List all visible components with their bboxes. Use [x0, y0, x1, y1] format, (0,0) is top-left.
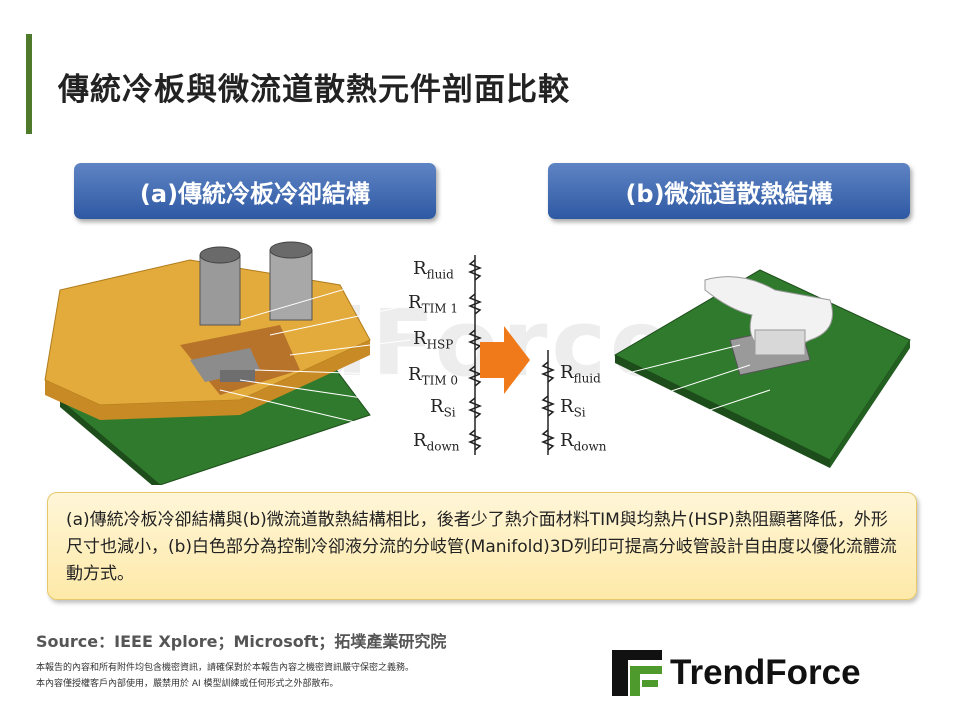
r-tim1-label-a: RTIM 1 — [408, 292, 459, 316]
r-si-label-b: RSi — [560, 396, 586, 420]
microchannel-illustration — [613, 269, 911, 468]
panel-a-label: (a)傳統冷板冷卻結構 — [74, 163, 436, 219]
source-line: Source：IEEE Xplore；Microsoft；拓墣產業研究院 — [36, 632, 447, 651]
title-accent-bar — [26, 34, 32, 134]
cold-plate-illustration — [44, 241, 411, 485]
r-si-label-a: RSi — [430, 396, 456, 420]
r-fluid-label-a: Rfluid — [413, 258, 454, 282]
r-down-label-b: Rdown — [560, 430, 607, 454]
arrow-icon — [480, 326, 530, 394]
trendforce-logo-text: TrendForce — [670, 653, 861, 692]
panel-b-label: (b)微流道散熱結構 — [548, 163, 910, 219]
disclaimer-line-2: 本內容僅授權客戶內部使用，嚴禁用於 AI 模型訓練或任何形式之外部散布。 — [36, 679, 339, 689]
r-fluid-label-b: Rfluid — [560, 362, 601, 386]
trendforce-logo-icon — [612, 650, 662, 696]
resistor-chain-b — [540, 350, 556, 455]
r-down-label-a: Rdown — [413, 430, 460, 454]
r-hsp-label-a: RHSP — [413, 328, 454, 352]
r-tim0-label-a: RTIM 0 — [408, 364, 459, 388]
trendforce-logo: TrendForce — [612, 648, 932, 698]
resistor-chain-a — [467, 255, 483, 455]
page-title: 傳統冷板與微流道散熱元件剖面比較 — [58, 72, 570, 108]
description-box: (a)傳統冷板冷卻結構與(b)微流道散熱結構相比，後者少了熱介面材料TIM與均熱… — [47, 492, 917, 600]
disclaimer-line-1: 本報告的內容和所有附件均包含機密資訊，請確保對於本報告內容之機密資訊嚴守保密之義… — [36, 663, 415, 673]
cross-section-figure — [44, 241, 911, 485]
